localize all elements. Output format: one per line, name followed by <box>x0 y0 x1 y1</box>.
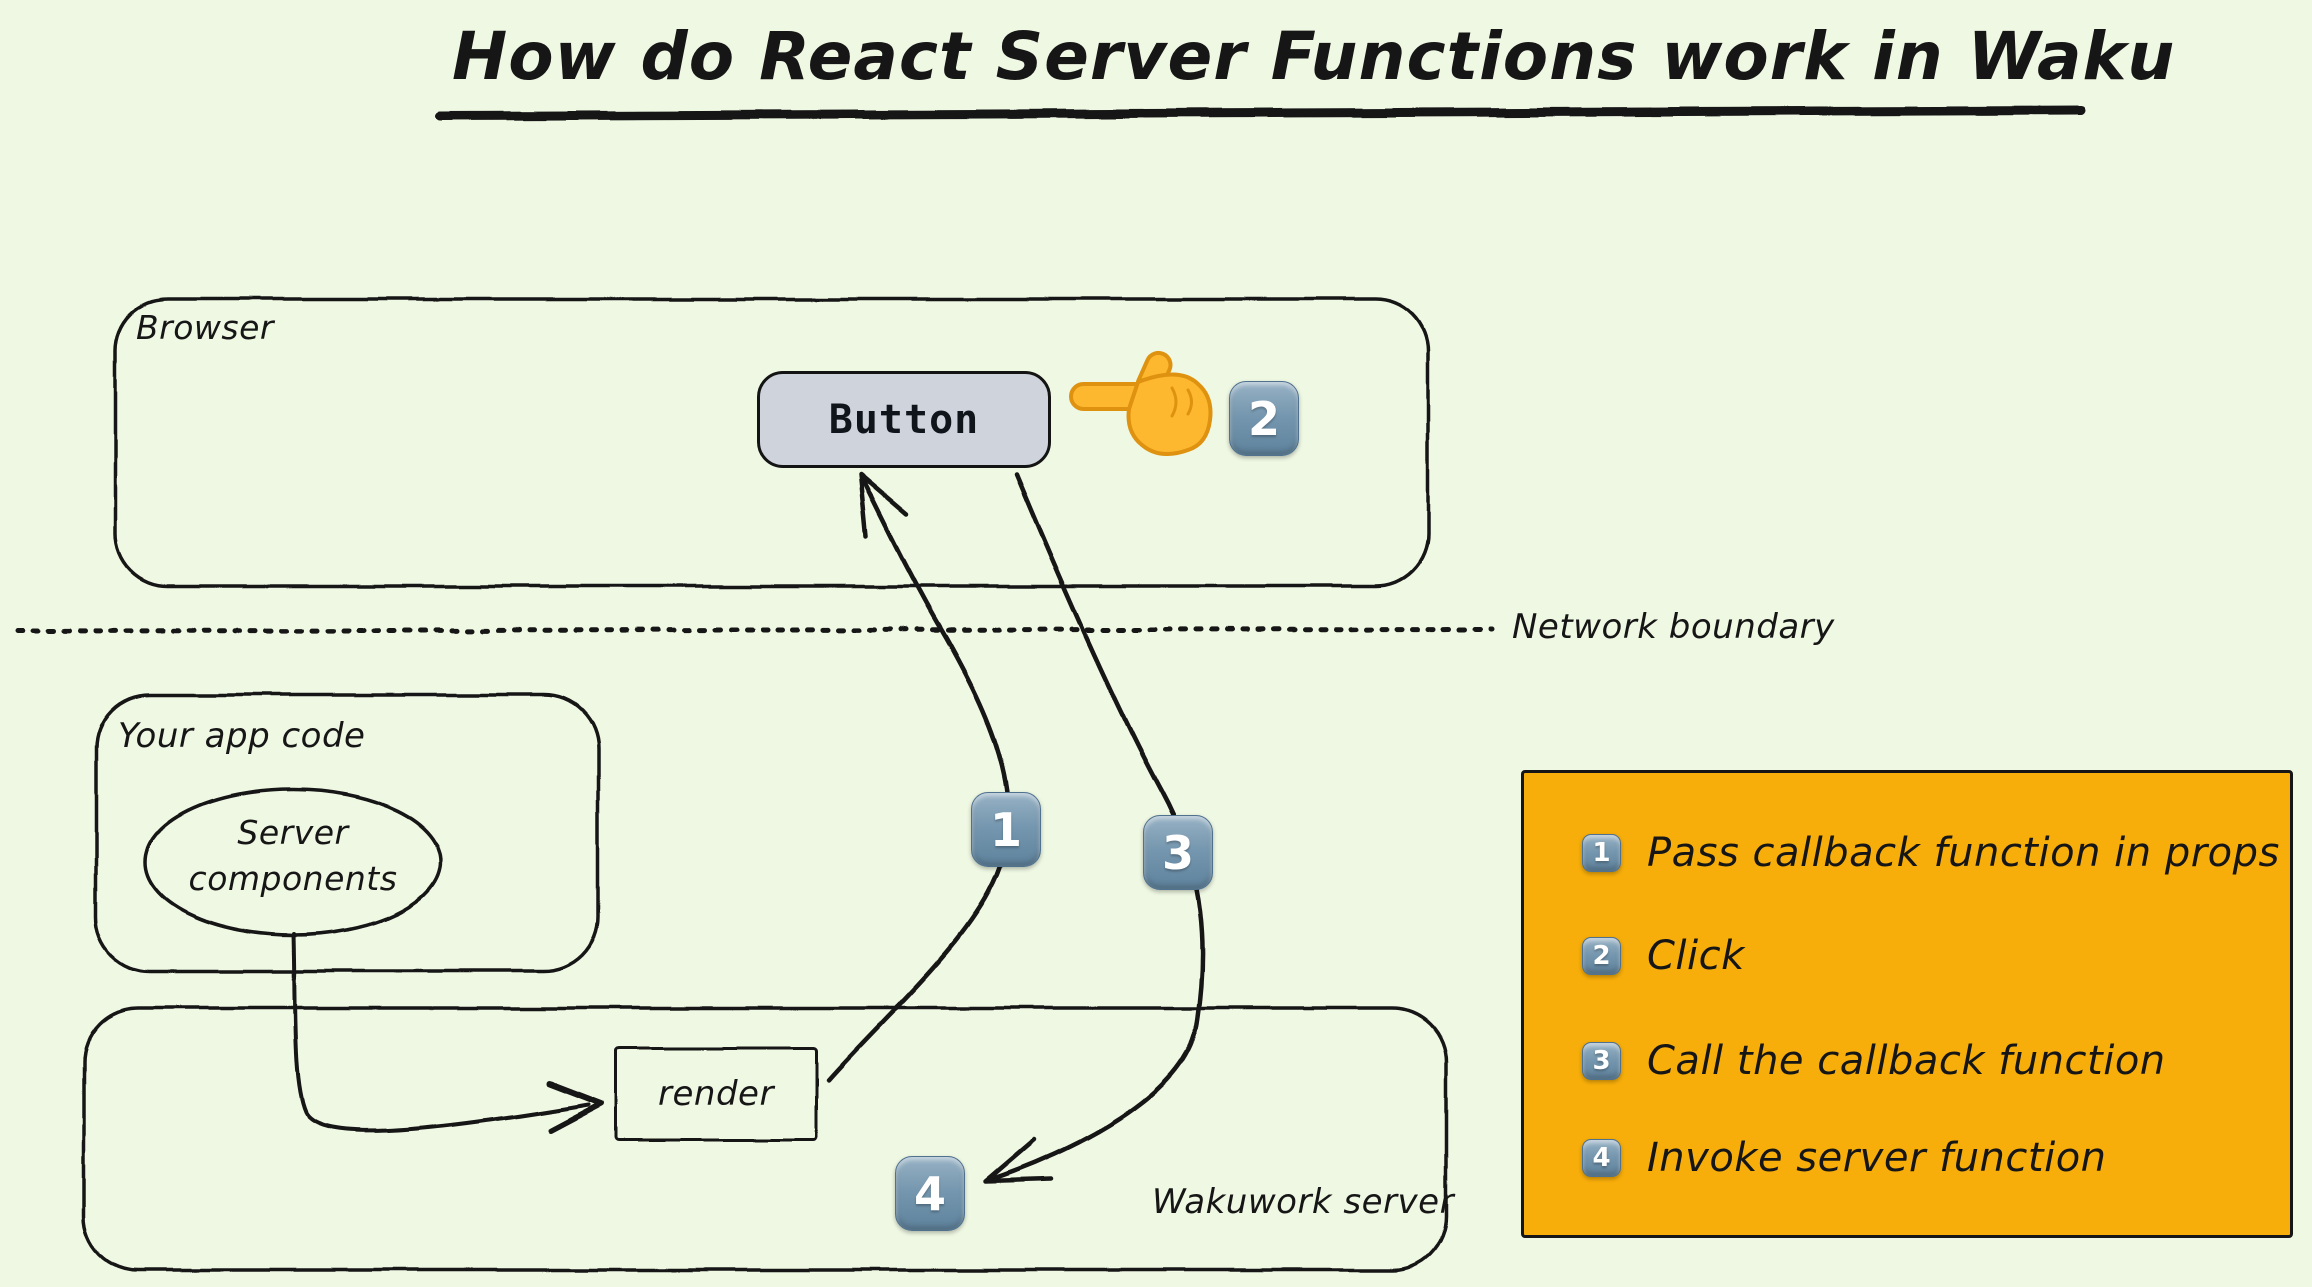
title-underline <box>435 105 2087 121</box>
arrow-step3-head <box>983 1137 1054 1184</box>
render-box-outline <box>614 1046 818 1142</box>
legend-badge-3: 3 <box>1582 1042 1621 1080</box>
step-badge-4: 4 <box>895 1156 965 1231</box>
render-label: render <box>658 1074 774 1114</box>
legend-item-3: 3 Call the callback function <box>1582 1037 2166 1085</box>
pointing-hand-icon <box>1069 350 1213 456</box>
legend-item-2: 2 Click <box>1582 932 1745 980</box>
button-label: Button <box>828 396 980 443</box>
server-box-label: Wakuwork server <box>1152 1182 1455 1222</box>
step-badge-2: 2 <box>1229 381 1299 456</box>
diagram-title: How do React Server Functions work in Wa… <box>452 18 2176 95</box>
step-badge-1: 1 <box>971 792 1041 867</box>
arrow-step1-head <box>857 471 910 539</box>
server-box-outline <box>82 1006 1448 1272</box>
legend-panel: 1 Pass callback function in props 2 Clic… <box>1521 770 2293 1238</box>
legend-text-2: Click <box>1647 933 1745 979</box>
legend-badge-2: 2 <box>1582 937 1621 975</box>
legend-badge-1: 1 <box>1582 834 1621 872</box>
app-code-box-outline <box>94 693 600 973</box>
arrow-step3 <box>986 471 1205 1183</box>
server-components-label: Server components <box>188 813 398 899</box>
browser-box-label: Browser <box>136 308 274 347</box>
browser-box-outline <box>113 297 1430 588</box>
arrow-components-to-render-head <box>546 1080 604 1133</box>
legend-item-4: 4 Invoke server function <box>1582 1134 2107 1182</box>
step-badge-3: 3 <box>1143 815 1213 890</box>
arrow-step1 <box>825 473 1011 1083</box>
legend-text-3: Call the callback function <box>1647 1038 2166 1084</box>
network-boundary-label: Network boundary <box>1512 607 1835 647</box>
legend-text-4: Invoke server function <box>1647 1135 2107 1181</box>
legend-text-1: Pass callback function in props <box>1647 830 2280 876</box>
legend-item-1: 1 Pass callback function in props <box>1582 829 2280 877</box>
arrow-components-to-render <box>292 932 590 1133</box>
app-code-box-label: Your app code <box>118 716 366 756</box>
network-boundary-line <box>15 626 1495 634</box>
legend-badge-4: 4 <box>1582 1139 1621 1177</box>
button-shape[interactable]: Button <box>757 371 1051 468</box>
